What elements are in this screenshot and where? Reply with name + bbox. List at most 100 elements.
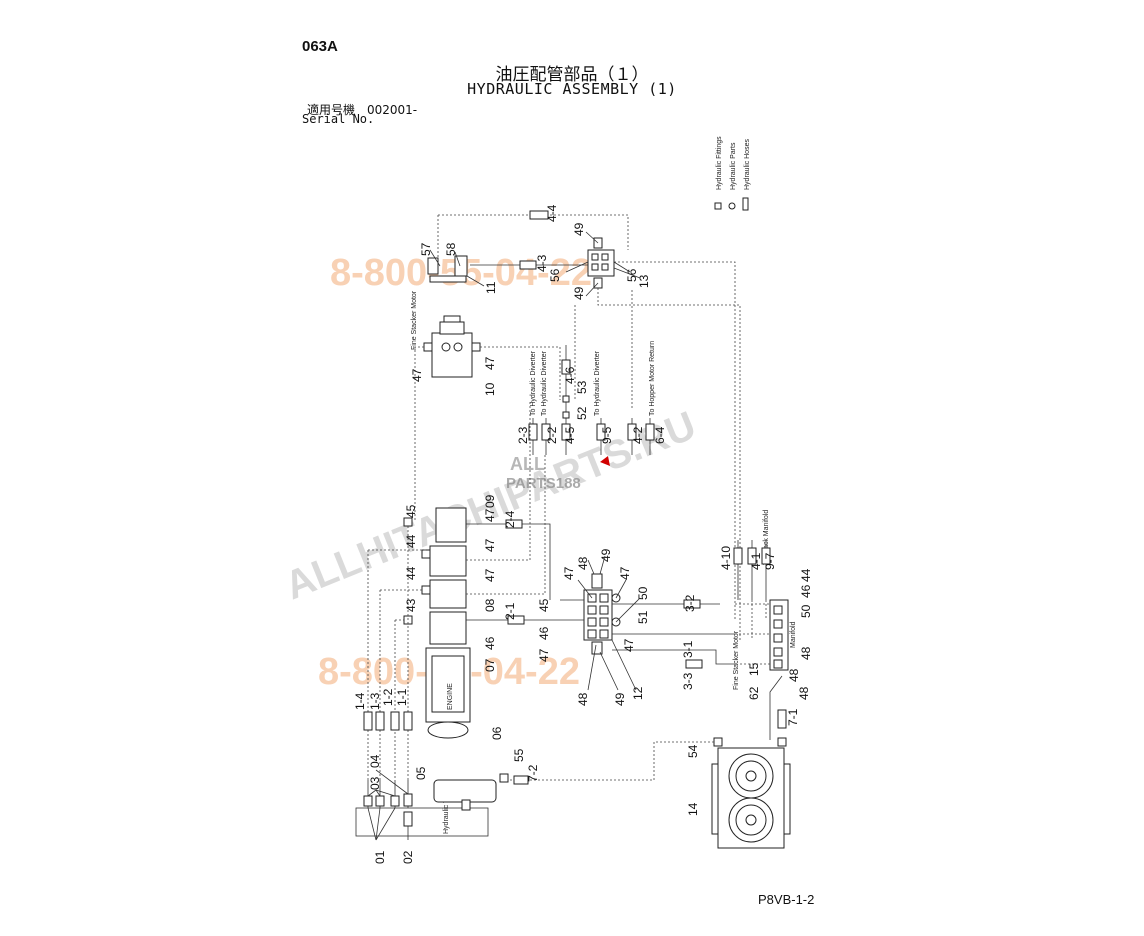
annotation-to-stack-manifold: To Stack Manifold xyxy=(763,510,770,565)
callout-4-1: 4-1 xyxy=(749,552,763,570)
callout-45-pump: 45 xyxy=(404,504,418,518)
callout-10: 10 xyxy=(483,382,497,396)
hose-7-1 xyxy=(777,709,787,729)
callout-46-manifold: 46 xyxy=(799,584,813,598)
hose-4-5 xyxy=(561,423,571,441)
page-title-en: HYDRAULIC ASSEMBLY (1) xyxy=(467,80,677,98)
hose-1-4 xyxy=(363,711,373,731)
hose-9-7 xyxy=(761,547,771,565)
callout-51: 51 xyxy=(636,610,650,624)
main-control-valve: 48 49 47 47 50 45 51 46 47 47 48 49 12 3… xyxy=(537,548,735,706)
callout-58: 58 xyxy=(444,242,458,256)
callout-47-valve-c: 47 xyxy=(537,648,551,662)
oil-cooler: 54 14 xyxy=(510,737,791,849)
legend-hoses-label: Hydraulic Hoses xyxy=(744,139,751,190)
callout-2-4: 2-4 xyxy=(503,510,517,528)
callout-4-5: 4-5 xyxy=(563,426,577,444)
legend-fittings-label: Hydraulic Fittings xyxy=(716,136,723,190)
callout-4-10: 4-10 xyxy=(719,546,733,570)
callout-2-1: 2-1 xyxy=(503,602,517,620)
callout-06: 06 xyxy=(490,726,504,740)
callout-48-valve-top: 48 xyxy=(576,556,590,570)
callout-56-left: 56 xyxy=(548,268,562,282)
pump-section-1 xyxy=(429,545,467,577)
hose-4-1 xyxy=(747,547,757,565)
callout-50-manifold: 50 xyxy=(799,604,813,618)
tank-section: Hydraulic Tank 55 7-2 05 1-4 1-3 1-2 1-1… xyxy=(353,688,540,864)
callout-04: 04 xyxy=(368,754,382,768)
callout-54: 54 xyxy=(686,744,700,758)
legend-parts-label: Hydraulic Parts xyxy=(730,142,737,190)
hose-2-3 xyxy=(528,423,538,441)
annotation-manifold: Manifold xyxy=(790,621,797,648)
hose-1-3 xyxy=(375,711,385,731)
callout-13: 13 xyxy=(637,274,651,288)
callout-47-valve-d: 47 xyxy=(622,638,636,652)
callout-44-pump-a: 44 xyxy=(404,534,418,548)
callout-03: 03 xyxy=(368,776,382,790)
serial-label-en: Serial No. xyxy=(302,112,375,126)
callout-49-mid: 49 xyxy=(572,286,586,300)
hose-7-2 xyxy=(513,775,529,785)
callout-46-valve: 46 xyxy=(537,626,551,640)
callout-46-pump: 46 xyxy=(483,636,497,650)
callout-7-2: 7-2 xyxy=(526,764,540,782)
callout-49-valve-bottom: 49 xyxy=(613,692,627,706)
hose-2-2 xyxy=(541,423,551,441)
hose-9-5 xyxy=(596,423,606,441)
annotation-to-diverter-2: To Hydraulic Diverter xyxy=(541,350,548,416)
hose-3-2 xyxy=(683,599,701,609)
hose-4-6 xyxy=(561,359,571,375)
callout-45-valve: 45 xyxy=(537,598,551,612)
callout-4-3: 4-3 xyxy=(535,254,549,272)
callout-07: 07 xyxy=(483,658,497,672)
annotation-fine-stacker-motor-top: Fine Stacker Motor xyxy=(411,290,418,350)
hose-4-10 xyxy=(733,547,743,565)
annotation-to-diverter-1: To Hydraulic Diverter xyxy=(530,350,537,416)
callout-43: 43 xyxy=(404,598,418,612)
fine-stacker-motor-body xyxy=(431,332,473,378)
page-code: 063A xyxy=(302,38,338,55)
annotation-to-diverter-3: To Hydraulic Diverter xyxy=(594,350,601,416)
callout-1-3: 1-3 xyxy=(368,692,382,710)
callout-1-2: 1-2 xyxy=(381,688,395,706)
serial-label-jp: 適用号機 002001- xyxy=(307,103,418,117)
callout-47-valve-b: 47 xyxy=(618,566,632,580)
callout-47-pump-b: 47 xyxy=(483,538,497,552)
callout-3-2: 3-2 xyxy=(683,594,697,612)
hose-2-1 xyxy=(507,615,525,625)
callout-4-2: 4-2 xyxy=(631,426,645,444)
legend-fitting-square-icon xyxy=(714,202,722,210)
legend: Hydraulic Fittings Hydraulic Parts Hydra… xyxy=(714,136,751,211)
footer-code: P8VB-1-2 xyxy=(758,892,815,907)
legend-part-circle-icon xyxy=(728,202,736,210)
callout-05: 05 xyxy=(414,766,428,780)
watermark-logo-top: ALL xyxy=(510,454,545,474)
stack-manifold: To Stack Manifold 4-10 4-1 9-7 Manifold … xyxy=(719,510,813,740)
hose-3-1 xyxy=(685,659,703,669)
page-title-jp: 油圧配管部品（１） xyxy=(495,65,649,85)
annotation-fine-stacker-motor-bottom: Fine Stacker Motor xyxy=(733,630,740,690)
callout-48-manifold-c: 48 xyxy=(797,686,811,700)
hose-2-4 xyxy=(505,519,523,529)
callout-49-valve-top: 49 xyxy=(599,548,613,562)
callout-47-valve-a: 47 xyxy=(562,566,576,580)
callout-48-valve-bottom: 48 xyxy=(576,692,590,706)
top-valve-section: 4-4 4-3 57 58 11 49 49 56 56 13 xyxy=(419,204,741,640)
callout-47-pump-a: 47 xyxy=(483,508,497,522)
hydraulic-tank xyxy=(355,807,489,837)
callout-9-7: 9-7 xyxy=(763,552,777,570)
fan-06 xyxy=(427,721,469,739)
annotation-engine: ENGINE xyxy=(447,683,454,710)
callout-57: 57 xyxy=(419,242,433,256)
callout-1-4: 1-4 xyxy=(353,692,367,710)
callout-2-2: 2-2 xyxy=(545,426,559,444)
callout-3-3: 3-3 xyxy=(681,672,695,690)
callout-53: 53 xyxy=(575,380,589,394)
callout-9-5: 9-5 xyxy=(600,426,614,444)
callout-7-1: 7-1 xyxy=(786,708,800,726)
callout-01: 01 xyxy=(373,850,387,864)
callout-09: 09 xyxy=(483,494,497,508)
callout-49-top: 49 xyxy=(572,222,586,236)
